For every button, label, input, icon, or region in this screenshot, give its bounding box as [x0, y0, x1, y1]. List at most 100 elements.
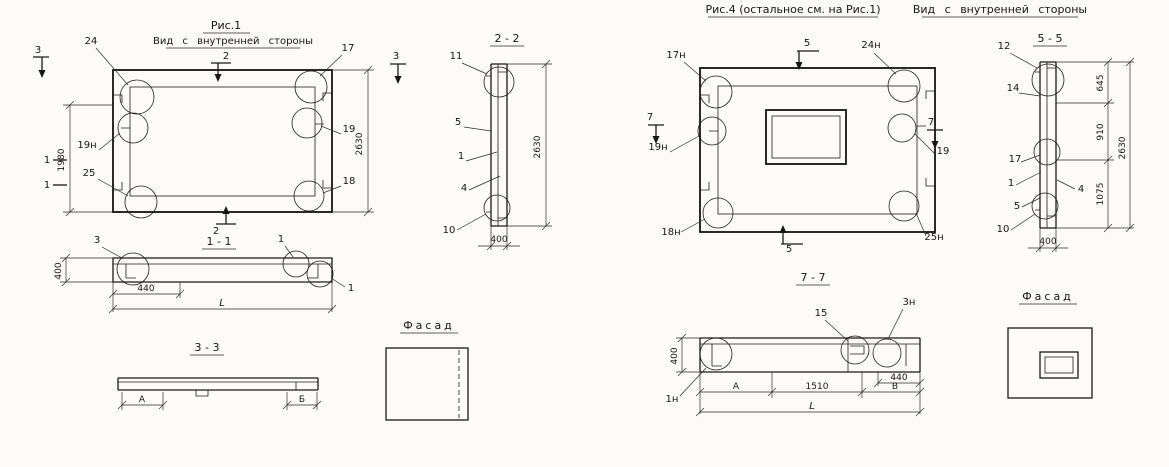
dim-ticks: [541, 59, 551, 231]
dim-ticks: [873, 378, 925, 388]
dim-ticks: [61, 253, 71, 287]
strip-details: [113, 263, 332, 279]
ext-lines: [676, 337, 700, 373]
callout-25n: 25н: [924, 232, 943, 243]
section-marker-3-left: 3: [33, 45, 49, 78]
dim-label: 2630: [355, 132, 365, 155]
dim-row: А 1510 В 440 L: [695, 372, 925, 417]
dim-ticks: [1035, 243, 1061, 253]
callout-15: 15: [815, 308, 828, 319]
ext-lines: [507, 63, 552, 227]
leader-line: [1021, 197, 1041, 208]
callout-24n: 24н: [861, 40, 880, 51]
marker-label: 2: [223, 51, 229, 62]
fig1-title: Рис.1: [211, 19, 241, 32]
leader-line: [873, 52, 897, 75]
dim-ticks: [1103, 57, 1113, 233]
callout-19: 19: [937, 146, 950, 157]
panel-inner-edge: [129, 86, 316, 197]
dim-ticks: [108, 304, 337, 314]
leader-line: [915, 212, 927, 237]
callout-5: 5: [455, 117, 461, 128]
marker-label: 1: [44, 180, 50, 191]
section-7-7: 7 - 7 15 3н 1н 400 А 1510 В 440: [666, 271, 925, 417]
arrow-down-icon: [394, 76, 402, 84]
strip-details: [118, 381, 318, 397]
dim-label: L: [809, 401, 815, 412]
dim-label: 1075: [1096, 183, 1106, 206]
callout-3: 3: [94, 235, 100, 246]
window-opening-inner: [771, 115, 841, 159]
facade-left: Фасад: [385, 319, 469, 421]
leader-line: [465, 151, 498, 162]
arrow-down-icon: [38, 70, 46, 78]
detail-circle: [697, 116, 727, 146]
detail-circle: [699, 337, 733, 371]
leader-line: [914, 133, 936, 155]
detail-circle: [293, 180, 325, 212]
leader-line: [1009, 52, 1038, 69]
dim-label: 400: [670, 347, 680, 364]
section-title: 1 - 1: [207, 235, 232, 248]
callout-19n: 19н: [77, 140, 96, 151]
panel-outline: [699, 67, 936, 233]
ext-lines: [112, 282, 181, 312]
detail-circles: [697, 69, 921, 229]
detail-circle: [116, 252, 150, 286]
callout-18n: 18н: [661, 227, 680, 238]
section-marker-3-right: 3: [390, 51, 406, 84]
section-title: 7 - 7: [801, 271, 826, 284]
detail-circle: [124, 185, 158, 219]
dim-ticks: [1125, 57, 1135, 233]
strip-details: [1035, 62, 1056, 228]
dim-label: 1980: [57, 148, 67, 171]
dim-L: L: [108, 282, 337, 314]
leader-line: [1010, 213, 1036, 231]
strip-outline: [490, 63, 508, 227]
marker-label: 3: [35, 45, 41, 56]
strip-details: [700, 338, 920, 372]
arrow-down-icon: [795, 62, 803, 70]
figure-4: Рис.4 (остальное см. на Рис.1) Вид с вну…: [647, 3, 1087, 255]
dim-ticks: [695, 387, 925, 397]
dim-ticks: [108, 289, 185, 299]
panel-inner-edge: [717, 85, 918, 215]
window-opening: [765, 109, 847, 165]
detail-circle: [1033, 138, 1061, 166]
detail-circle: [294, 70, 328, 104]
callout-19n: 19н: [648, 142, 667, 153]
detail-circle: [119, 79, 155, 115]
fig1-subtitle: Вид с внутренней стороны: [153, 36, 313, 47]
leader-line: [284, 245, 294, 258]
ext-lines: [699, 372, 921, 414]
marker-label: 7: [647, 112, 653, 123]
dim-label: 645: [1096, 74, 1106, 91]
detail-circle: [1031, 192, 1059, 220]
leader-line: [461, 62, 488, 75]
section-marker-7-left: 7: [647, 112, 664, 144]
dim-400: 400: [670, 333, 700, 377]
dim-ticks: [695, 407, 925, 417]
detail-circle: [1031, 63, 1065, 97]
dim-ticks: [363, 65, 373, 217]
marker-line: [33, 56, 49, 71]
dim-B: Б: [282, 392, 322, 410]
callout-25: 25: [83, 168, 96, 179]
leader-line: [468, 175, 501, 191]
facade-outline: [1007, 327, 1093, 399]
detail-circle: [840, 335, 870, 365]
section-2-2: 2 - 2 11 5 1 4 10 2630 400: [443, 32, 552, 251]
marker-line: [211, 62, 231, 75]
dim-A: А: [117, 392, 168, 410]
dim-ticks: [677, 333, 687, 377]
dim-label: А: [139, 395, 146, 405]
dim-400: 400: [1028, 228, 1068, 253]
section-3-3: 3 - 3 А Б: [117, 341, 322, 410]
leader-line: [322, 185, 342, 194]
callout-10: 10: [443, 225, 456, 236]
facade-window: [1039, 351, 1079, 379]
leader-line: [683, 61, 707, 82]
leader-line: [330, 277, 346, 288]
